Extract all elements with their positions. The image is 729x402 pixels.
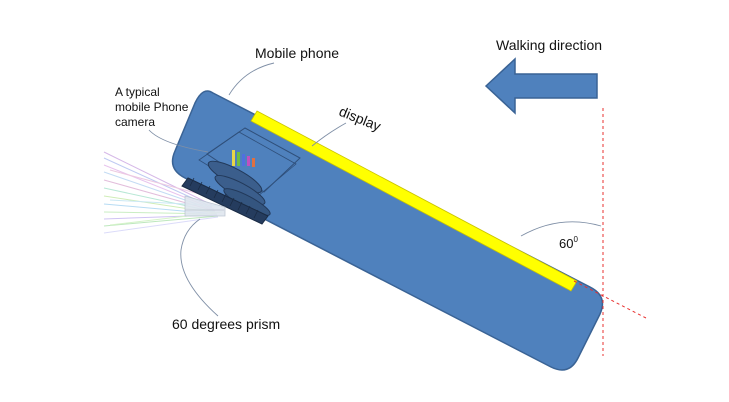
label-angle-sup: 0 — [573, 235, 578, 244]
phone-axis-line — [573, 280, 647, 319]
angle-arc — [520, 221, 602, 237]
leader-mobile-phone — [228, 62, 275, 96]
label-walking-direction: Walking direction — [496, 37, 602, 53]
camera-assembly — [181, 127, 301, 225]
leader-display — [311, 122, 347, 147]
leader-camera — [148, 129, 209, 153]
leader-prism — [180, 218, 219, 317]
label-camera-line3: camera — [115, 115, 155, 129]
label-angle-base: 60 — [559, 236, 573, 251]
label-camera-line2: mobile Phone — [115, 100, 189, 114]
label-angle: 600 — [559, 235, 578, 251]
label-mobile-phone: Mobile phone — [255, 45, 339, 61]
label-camera-line1: A typical — [115, 85, 160, 99]
prism-shape — [184, 195, 226, 217]
label-display: display — [337, 103, 383, 134]
display-strip — [250, 110, 578, 292]
label-prism: 60 degrees prism — [172, 316, 280, 332]
left-arrow-icon — [484, 57, 598, 115]
phone-body — [171, 90, 604, 371]
